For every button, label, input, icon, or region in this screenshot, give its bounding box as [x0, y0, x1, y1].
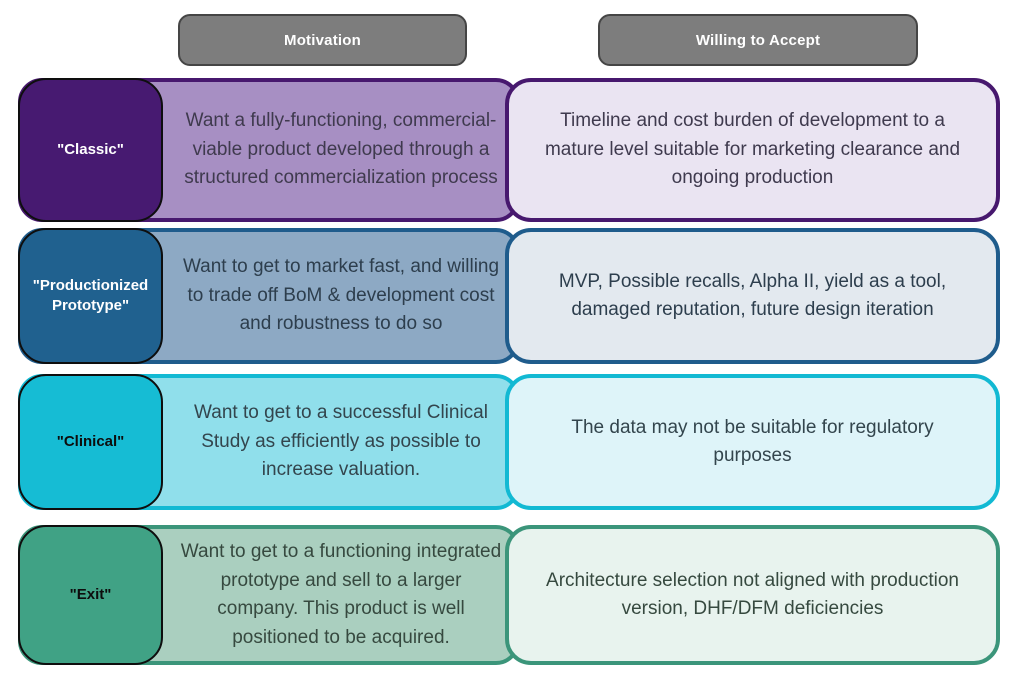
row-label-text: "Classic"	[57, 140, 124, 158]
willing-to-accept-cell: Architecture selection not aligned with …	[505, 525, 1000, 665]
row-label-classic: "Classic"	[18, 78, 163, 222]
motivation-cell: Want a fully-functioning, commercial-via…	[170, 78, 512, 222]
motivation-cell: Want to get to a successful Clinical Stu…	[170, 374, 512, 510]
willing-to-accept-panel	[505, 525, 1000, 665]
row-label-text: "Productionized Prototype"	[32, 276, 149, 314]
row-label-productionized-prototype: "Productionized Prototype"	[18, 228, 163, 364]
column-header-motivation-label: Motivation	[284, 31, 361, 49]
willing-to-accept-cell-text: Architecture selection not aligned with …	[546, 569, 959, 620]
motivation-cell-text: Want to get to market fast, and willing …	[182, 256, 500, 335]
row-label-exit: "Exit"	[18, 525, 163, 665]
motivation-cell-text: Want to get to a functioning integrated …	[180, 541, 502, 648]
motivation-cell-text: Want a fully-functioning, commercial-via…	[184, 110, 498, 189]
table-row-exit: "Exit" Want to get to a functioning inte…	[18, 525, 1000, 665]
motivation-cell: Want to get to market fast, and willing …	[170, 228, 512, 364]
column-header-willing-to-accept-label: Willing to Accept	[695, 31, 821, 49]
table-row-clinical: "Clinical" Want to get to a successful C…	[18, 374, 1000, 510]
willing-to-accept-cell: The data may not be suitable for regulat…	[505, 374, 1000, 510]
table-row-classic: "Classic" Want a fully-functioning, comm…	[18, 78, 1000, 222]
motivation-cell-text: Want to get to a successful Clinical Stu…	[194, 402, 488, 481]
willing-to-accept-panel	[505, 78, 1000, 222]
willing-to-accept-cell-text: Timeline and cost burden of development …	[544, 110, 961, 189]
willing-to-accept-cell: Timeline and cost burden of development …	[505, 78, 1000, 222]
table-row-productionized-prototype: "Productionized Prototype" Want to get t…	[18, 228, 1000, 364]
column-header-willing-to-accept: Willing to Accept	[598, 14, 918, 66]
willing-to-accept-panel	[505, 374, 1000, 510]
column-header-motivation: Motivation	[178, 14, 467, 66]
willing-to-accept-cell-text: MVP, Possible recalls, Alpha II, yield a…	[558, 270, 947, 321]
row-label-text: "Exit"	[69, 585, 112, 603]
row-label-clinical: "Clinical"	[18, 374, 163, 510]
row-label-text: "Clinical"	[56, 432, 125, 450]
willing-to-accept-panel	[505, 228, 1000, 364]
willing-to-accept-cell-text: The data may not be suitable for regulat…	[571, 416, 934, 467]
motivation-cell: Want to get to a functioning integrated …	[170, 525, 512, 665]
willing-to-accept-cell: MVP, Possible recalls, Alpha II, yield a…	[505, 228, 1000, 364]
